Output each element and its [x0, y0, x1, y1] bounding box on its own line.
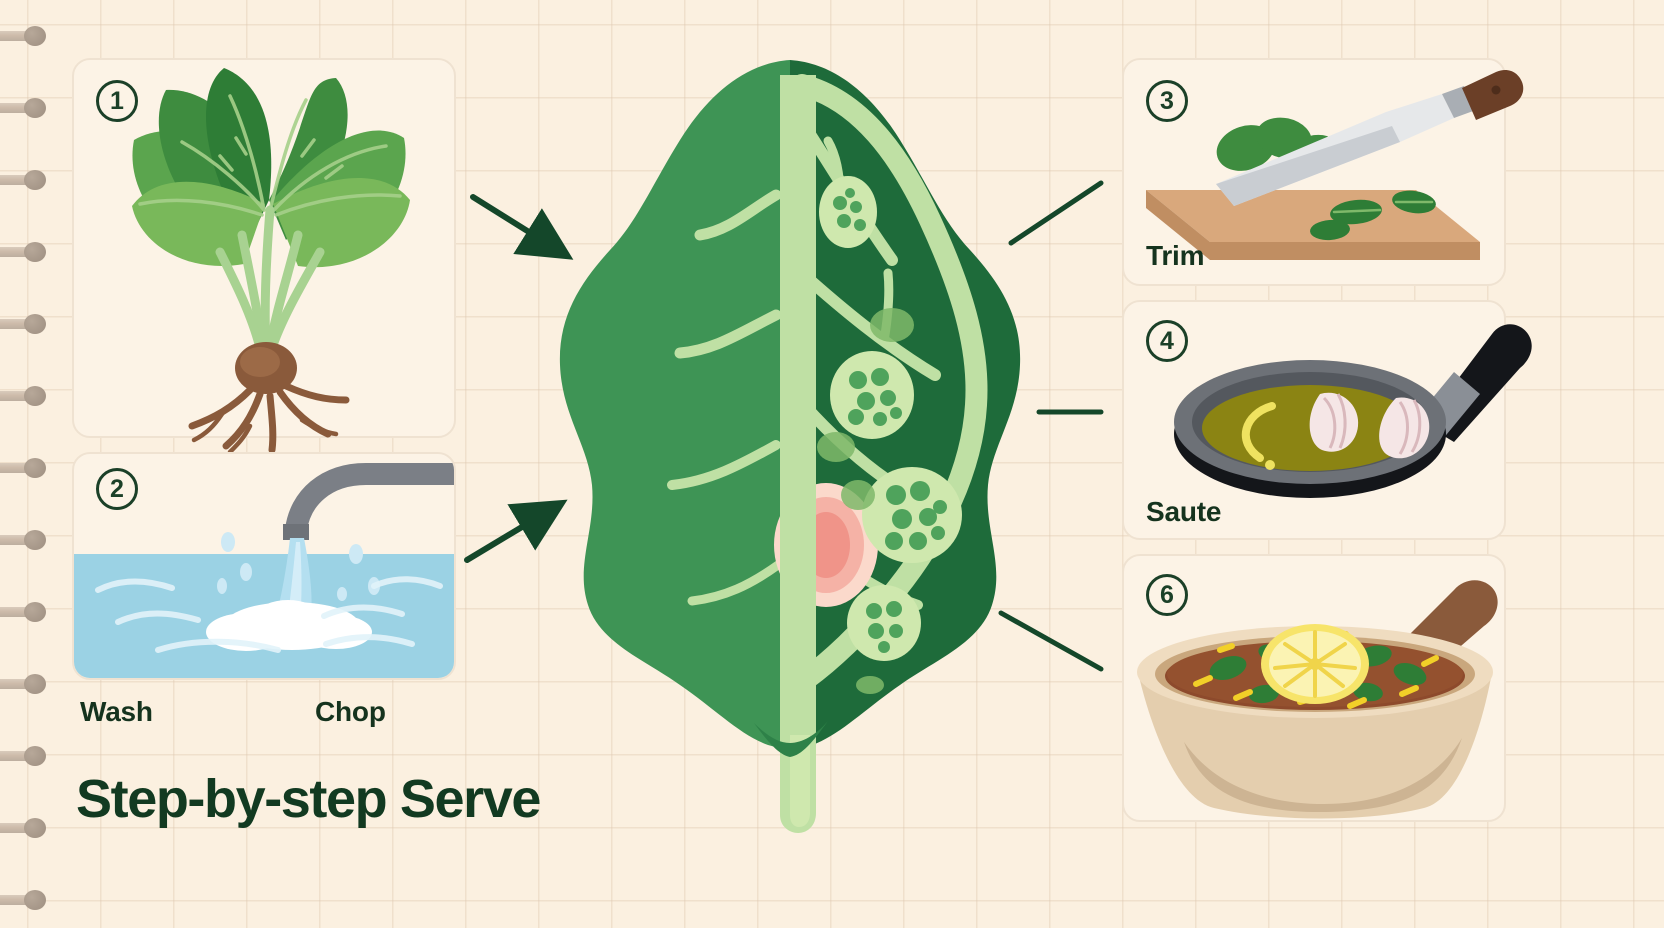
binding-ring [0, 98, 50, 118]
step-panel-4[interactable]: 4 Saute [1122, 300, 1532, 540]
arrow-step2-to-leaf [464, 499, 568, 563]
faucet-washing-icon [74, 463, 454, 678]
step-badge-2: 2 [96, 468, 138, 510]
spinach-bunch-icon [132, 68, 410, 455]
step-badge-6: 6 [1146, 574, 1188, 616]
step-panel-2[interactable]: 2 [72, 452, 456, 680]
page-title: Step-by-step Serve [76, 769, 541, 829]
binding-ring [0, 170, 50, 190]
step-label-3: Trim [1146, 240, 1205, 271]
line-leaf-to-step6 [998, 610, 1104, 672]
arrow-step1-to-leaf [470, 194, 574, 260]
step-badge-4: 4 [1146, 320, 1188, 362]
binding-ring [0, 890, 50, 910]
step-label-2: Chop [315, 696, 386, 727]
binding-ring [0, 602, 50, 622]
line-leaf-to-step4 [1036, 409, 1104, 415]
spinach-leaf-cross-section-diagram [540, 45, 1040, 835]
step-panel-1[interactable]: 1 [72, 58, 456, 455]
binding-ring [0, 674, 50, 694]
step-badge-1: 1 [96, 80, 138, 122]
binding-ring [0, 26, 50, 46]
binding-ring [0, 242, 50, 262]
binding-ring [0, 458, 50, 478]
step-badge-3: 3 [1146, 80, 1188, 122]
binding-ring [0, 746, 50, 766]
serving-bowl-icon [1137, 580, 1498, 819]
binding-ring [0, 818, 50, 838]
step-panel-3[interactable]: 3 [1122, 58, 1524, 286]
line-leaf-to-step3 [1008, 180, 1104, 246]
frying-pan-icon [1174, 324, 1532, 498]
step-panel-6[interactable]: 6 [1122, 554, 1506, 822]
step-label-4: Saute [1146, 496, 1222, 527]
binding-ring [0, 530, 50, 550]
step-label-1: Wash [80, 696, 153, 727]
knife-cutting-board-icon [1146, 70, 1524, 260]
spiral-notebook-binding [0, 0, 62, 928]
binding-ring [0, 314, 50, 334]
binding-ring [0, 386, 50, 406]
